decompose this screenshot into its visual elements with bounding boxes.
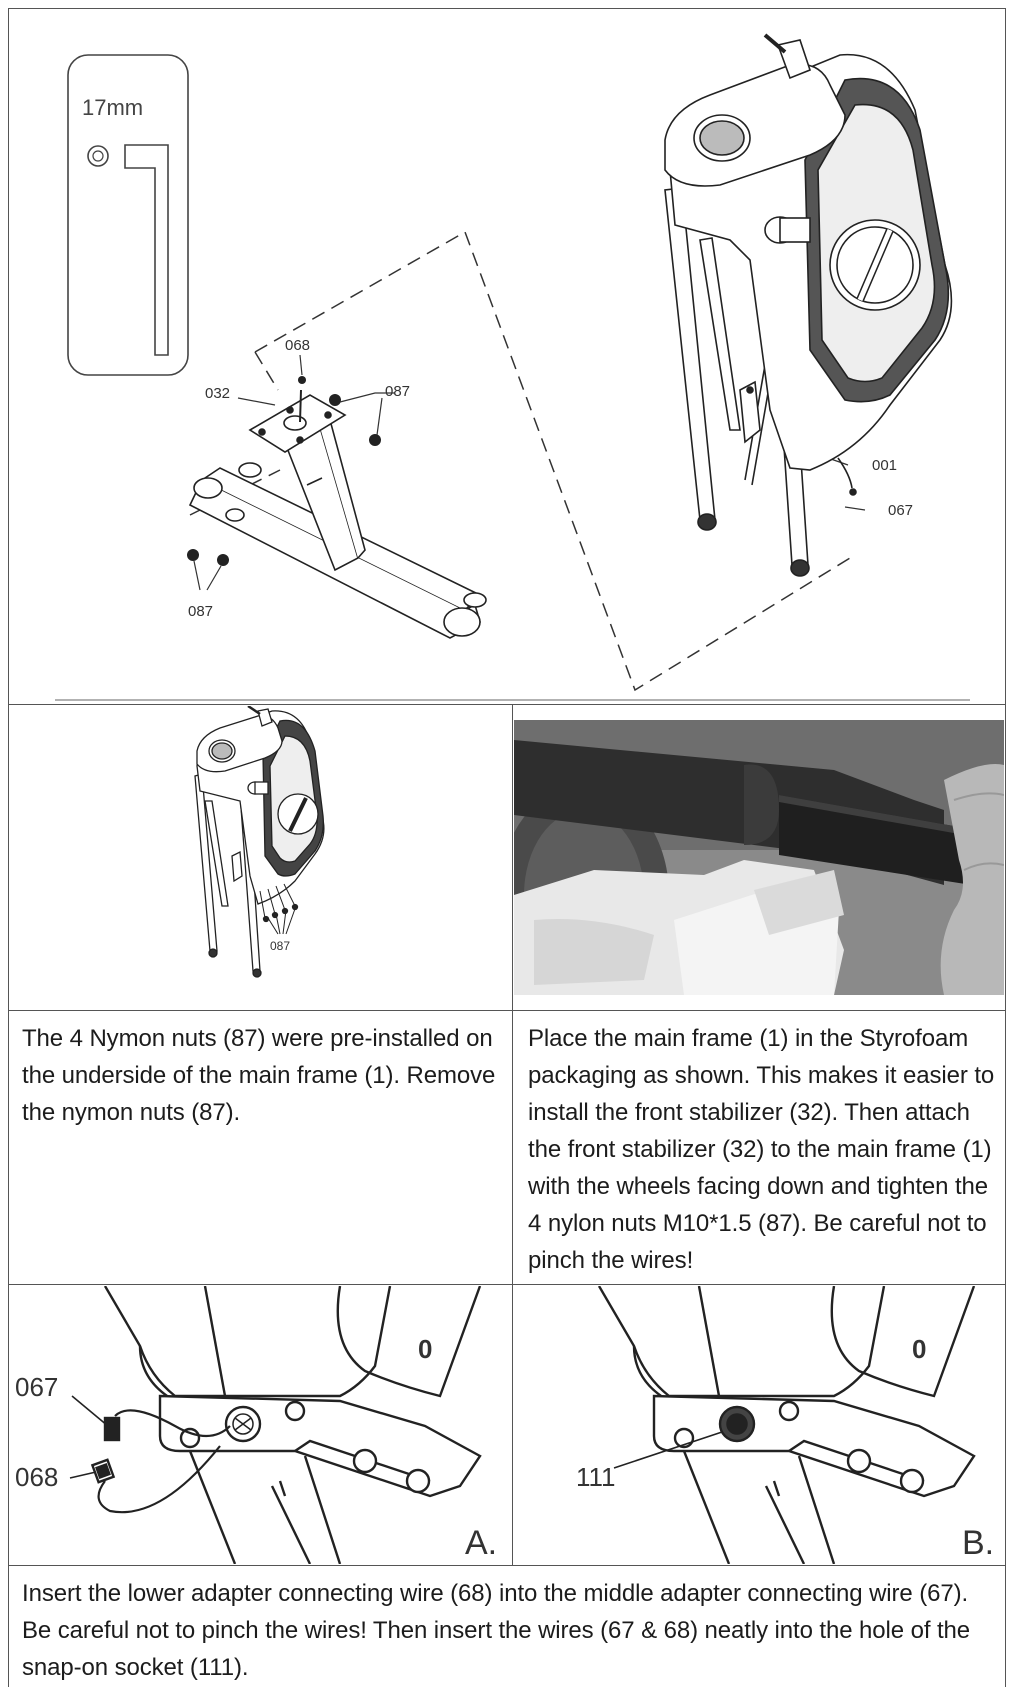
instruction-sheet: [8, 8, 1006, 1687]
main-frame-drawing: [664, 33, 953, 577]
part-label-067-a: 067: [15, 1372, 58, 1402]
dashed-guide-frame: [189, 230, 851, 692]
part-label-0-a: 0: [418, 1334, 432, 1364]
detail-diagram-b: 111 0 B.: [514, 1286, 1004, 1564]
part-label-087-left: 087: [188, 603, 213, 620]
part-label-087-right: 087: [385, 383, 410, 400]
divider-top-section: [8, 704, 1006, 705]
detail-b-corner-label: B.: [962, 1524, 994, 1562]
part-label-0-b: 0: [912, 1334, 926, 1364]
part-label-067: 067: [888, 502, 913, 519]
step2-instruction-text: Place the main frame (1) in the Styrofoa…: [528, 1025, 995, 1274]
wrench-17mm-card: 17mm: [67, 54, 189, 376]
part-label-068-a: 068: [15, 1462, 58, 1492]
part-label-032: 032: [205, 385, 230, 402]
part-label-001: 001: [872, 457, 897, 474]
divider-details-text: [8, 1565, 1006, 1566]
step3-instruction-text: Insert the lower adapter connecting wire…: [22, 1580, 971, 1681]
part-label-111: 111: [576, 1462, 616, 1492]
detail-a-corner-label: A.: [465, 1524, 497, 1562]
main-frame-nuts-diagram: 087: [10, 706, 511, 1009]
divider-middle-column: [512, 704, 513, 1565]
wrench-size-label: 17mm: [82, 95, 143, 120]
styrofoam-photo: [514, 720, 1004, 995]
step1-instruction-text: The 4 Nymon nuts (87) were pre-installed…: [22, 1025, 496, 1126]
part-label-087-small: 087: [270, 939, 290, 953]
assembly-diagram-main: 17mm: [10, 10, 1004, 703]
divider-images-text: [8, 1010, 1006, 1011]
part-label-068: 068: [285, 337, 310, 354]
divider-text-details: [8, 1284, 1006, 1285]
front-stabilizer-drawing: [188, 394, 487, 639]
detail-diagram-a: 067 068 0 A.: [10, 1286, 511, 1564]
